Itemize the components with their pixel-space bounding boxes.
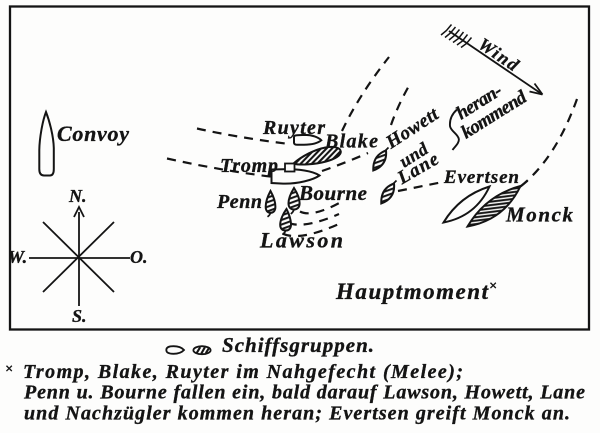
svg-text:Wind: Wind	[475, 34, 523, 76]
svg-text:Hauptmoment: Hauptmoment	[335, 279, 489, 304]
svg-text:O.: O.	[130, 247, 148, 267]
svg-text:W.: W.	[8, 247, 27, 267]
svg-text:Tromp: Tromp	[220, 155, 278, 177]
svg-text:Bourne: Bourne	[298, 181, 367, 205]
svg-text:S.: S.	[72, 306, 87, 326]
svg-text:Convoy: Convoy	[57, 121, 129, 146]
svg-text:×: ×	[489, 279, 497, 294]
svg-text:×: ×	[5, 362, 13, 377]
svg-text:Tromp, Blake, Ruyter im Nahgef: Tromp, Blake, Ruyter im Nahgefecht (Mele…	[23, 361, 463, 383]
svg-text:Penn u. Bourne fallen ein, bal: Penn u. Bourne fallen ein, bald darauf L…	[23, 382, 585, 404]
svg-text:Evertsen: Evertsen	[443, 167, 519, 188]
svg-text:und Nachzügler kommen heran; E: und Nachzügler kommen heran; Evertsen gr…	[24, 403, 570, 425]
svg-text:Lawson: Lawson	[259, 228, 343, 253]
svg-text:Monck: Monck	[505, 203, 574, 227]
svg-text:Ruyter: Ruyter	[262, 117, 325, 139]
svg-text:Blake: Blake	[324, 131, 378, 153]
svg-text:Schiffsgruppen.: Schiffsgruppen.	[222, 333, 374, 357]
svg-text:Penn: Penn	[216, 191, 262, 213]
svg-text:N.: N.	[68, 186, 87, 206]
